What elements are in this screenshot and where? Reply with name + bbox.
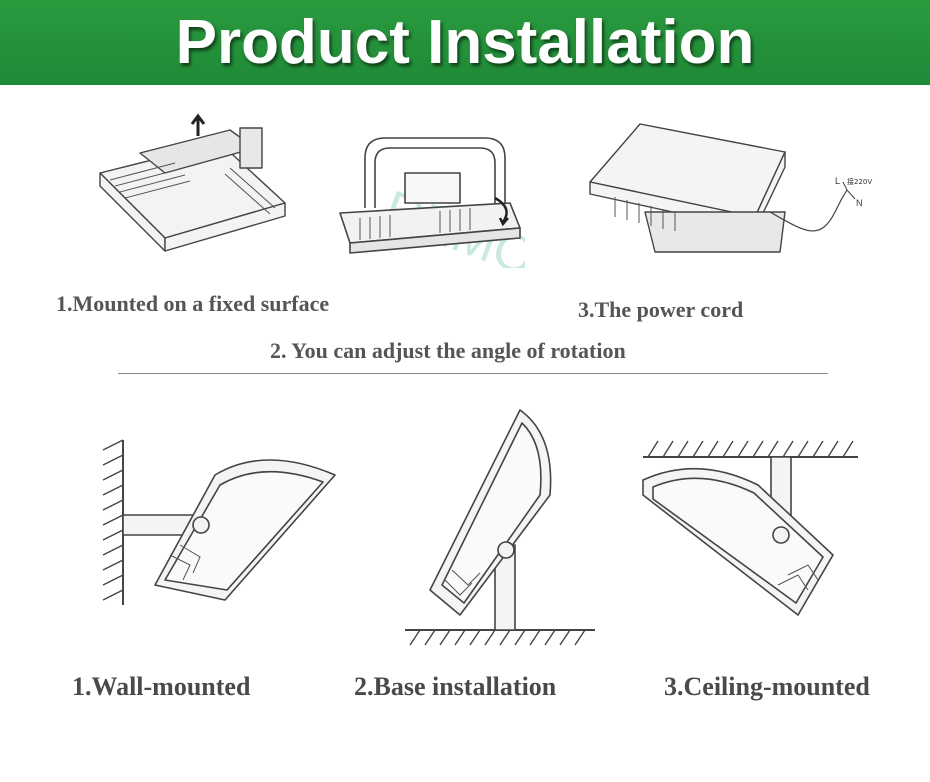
cord-label-voltage: 接220V [847, 177, 872, 186]
page-title: Product Installation [175, 8, 755, 77]
caption-ceiling-mounted: 3.Ceiling-mounted [664, 672, 870, 701]
wall-mounted-illustration [102, 439, 336, 605]
base-installation-illustration [405, 409, 595, 646]
rotation-angle-illustration: REMON [339, 137, 525, 268]
fixed-surface-illustration [99, 113, 286, 252]
header-banner: Product Installation [0, 0, 930, 85]
caption-rotation: 2. You can adjust the angle of rotation [270, 338, 626, 363]
cord-label-line: L [835, 176, 840, 186]
ceiling-mounted-illustration [642, 440, 858, 616]
power-cord-illustration: L N 接220V [589, 123, 872, 253]
caption-power-cord: 3.The power cord [578, 297, 744, 322]
caption-base-installation: 2.Base installation [354, 672, 557, 701]
section-divider [118, 373, 828, 374]
cord-label-neutral: N [856, 198, 863, 208]
caption-fixed-surface: 1.Mounted on a fixed surface [56, 291, 330, 316]
caption-wall-mounted: 1.Wall-mounted [72, 672, 251, 701]
